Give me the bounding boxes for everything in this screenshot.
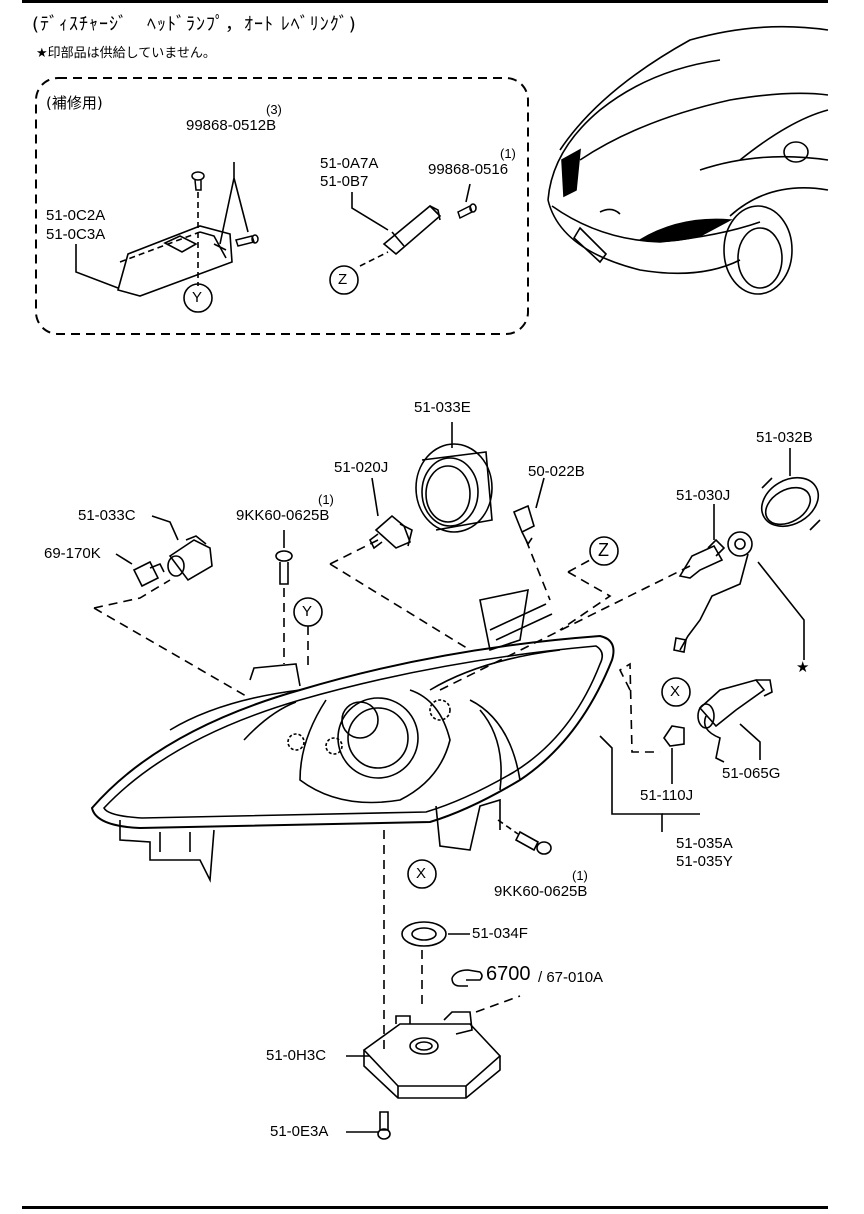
label-99868-0512B-qty: (3): [266, 102, 282, 117]
label-50-022B: 50-022B: [528, 463, 585, 480]
page-title: (ﾃﾞｨｽﾁｬｰｼﾞ ﾍｯﾄﾞﾗﾝﾌﾟ，ｵｰﾄ ﾚﾍﾞﾘﾝｸﾞ): [32, 14, 357, 35]
label-9KK60-top: 9KK60-0625B: [236, 507, 330, 524]
bulb-51-020J-drawing: [368, 514, 413, 550]
label-51-032B: 51-032B: [756, 429, 813, 446]
car-front-illustration: [547, 25, 829, 295]
bracket-51-0A7A-drawing: [382, 204, 442, 256]
screw-99868-0512B-b: [235, 234, 259, 247]
cap-51-032B-drawing: [760, 476, 821, 531]
callout-Z-inset-circle: [329, 265, 359, 295]
pointer-hand-icon: [451, 969, 483, 987]
callout-Z-inset: Z: [338, 271, 348, 288]
screw-9KK60-top-drawing: [275, 550, 293, 585]
label-51-110J: 51-110J: [640, 787, 694, 804]
bulb-51-030J-drawing: [678, 538, 726, 579]
assembly-leader-lines: [93, 539, 691, 1050]
leader-51-0C2A: [75, 244, 119, 289]
label-51-0C3A: 51-0C3A: [46, 226, 106, 243]
repair-inset-box: [35, 77, 529, 335]
label-99868-0516-qty: (1): [500, 146, 516, 161]
bulb-51-065G-drawing: [697, 679, 773, 763]
callout-Y-main: Y: [302, 603, 313, 620]
callout-Y-inset: Y: [192, 289, 203, 306]
label-51-0E3A: 51-0E3A: [270, 1123, 329, 1140]
leader-Z-inset: [359, 251, 389, 267]
label-51-035Y: 51-035Y: [676, 853, 733, 870]
label-51-033C: 51-033C: [78, 507, 136, 524]
supply-note: ★印部品は供給していません。: [36, 46, 216, 61]
label-51-0B7: 51-0B7: [320, 173, 369, 190]
ballast-51-0H3C-drawing: [362, 1011, 502, 1099]
label-9KK60-bottom: 9KK60-0625B: [494, 883, 588, 900]
igniter-socket-upper: [673, 531, 753, 653]
bulb-69-170K-drawing: [132, 560, 165, 588]
label-51-035A: 51-035A: [676, 835, 733, 852]
label-51-034F: 51-034F: [472, 925, 528, 942]
leader-51-0A7A: [351, 192, 389, 231]
label-9KK60-top-qty: (1): [318, 492, 334, 507]
bracket-51-0C2A-drawing: [117, 225, 233, 297]
callout-X-lower: X: [416, 865, 427, 882]
top-rule: [22, 0, 828, 3]
screw-99868-0512B-a: [191, 171, 205, 191]
callout-Z-main: Z: [598, 540, 609, 560]
ring-51-033E-drawing: [415, 443, 493, 533]
socket-51-033C-drawing: [167, 535, 213, 582]
leader-99868-0512B: [219, 162, 249, 245]
label-51-0A7A: 51-0A7A: [320, 155, 379, 172]
label-51-020J: 51-020J: [334, 459, 389, 476]
leader-99868-0516: [465, 183, 471, 203]
label-51-0C2A: 51-0C2A: [46, 207, 106, 224]
label-99868-0516: 99868-0516: [428, 161, 509, 178]
repair-section-label: (補修用): [46, 94, 103, 112]
label-51-033E: 51-033E: [414, 399, 471, 416]
callout-Y-inset-circle: [183, 283, 213, 313]
label-51-065G: 51-065G: [722, 765, 781, 782]
label-9KK60-bottom-qty: (1): [572, 868, 588, 883]
star-marker: ★: [796, 659, 810, 676]
ring-51-034F-drawing: [401, 921, 447, 947]
label-51-0H3C: 51-0H3C: [266, 1047, 327, 1064]
label-69-170K: 69-170K: [44, 545, 101, 562]
ref-67-010A[interactable]: / 67-010A: [538, 969, 604, 986]
screw-9KK60-bottom-drawing: [514, 830, 552, 855]
bottom-rule: [22, 1206, 828, 1209]
headlamp-housing-drawing: [90, 588, 615, 883]
screw-51-0E3A-drawing: [377, 1111, 391, 1140]
label-99868-0512B: 99868-0512B: [186, 117, 277, 134]
license-plate-shape: [572, 226, 608, 264]
bulb-51-110J-drawing: [663, 725, 685, 747]
label-51-030J: 51-030J: [676, 487, 731, 504]
callout-X-upper: X: [670, 683, 681, 700]
ref-6700[interactable]: 6700: [486, 963, 531, 985]
